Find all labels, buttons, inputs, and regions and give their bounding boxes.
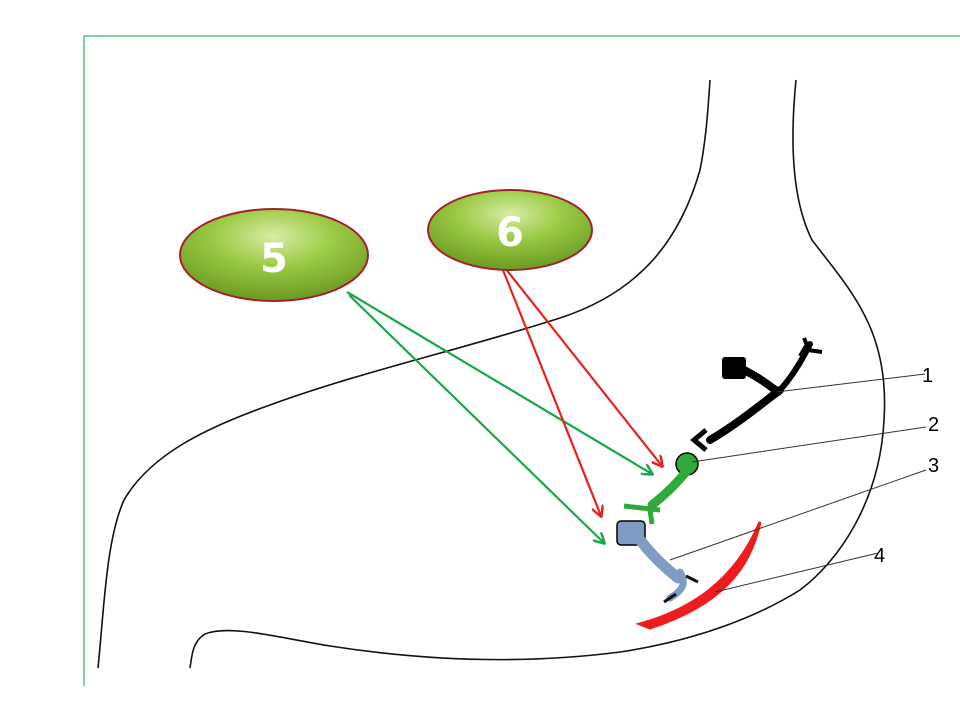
label-4: 4 bbox=[874, 545, 885, 567]
arrow-5-to-3 bbox=[348, 294, 604, 543]
leader-line-4 bbox=[714, 552, 879, 593]
neuron-3-blue bbox=[616, 520, 699, 604]
leader-line-2 bbox=[691, 426, 927, 463]
arrow-6-to-2 bbox=[504, 267, 662, 466]
neuron-1-black bbox=[690, 337, 823, 452]
bubble-5-label: 5 bbox=[260, 236, 288, 282]
label-3: 3 bbox=[928, 455, 939, 477]
label-1: 1 bbox=[922, 365, 933, 387]
leader-line-3 bbox=[669, 469, 927, 561]
arrow-5-to-2 bbox=[346, 291, 652, 474]
bubble-6: 6 bbox=[427, 189, 593, 271]
body-outline-outer bbox=[97, 79, 711, 669]
label-2: 2 bbox=[928, 414, 939, 436]
body-outline-inner bbox=[189, 79, 886, 669]
neuron-1-soma bbox=[722, 357, 746, 379]
bubble-6-label: 6 bbox=[496, 210, 524, 256]
leader-line-1 bbox=[775, 373, 926, 393]
neuron-2-green bbox=[623, 452, 699, 525]
muscle-4-red bbox=[635, 521, 762, 630]
frame-border bbox=[83, 35, 960, 686]
bubble-5: 5 bbox=[179, 208, 369, 302]
arrow-6-to-3 bbox=[501, 269, 601, 516]
